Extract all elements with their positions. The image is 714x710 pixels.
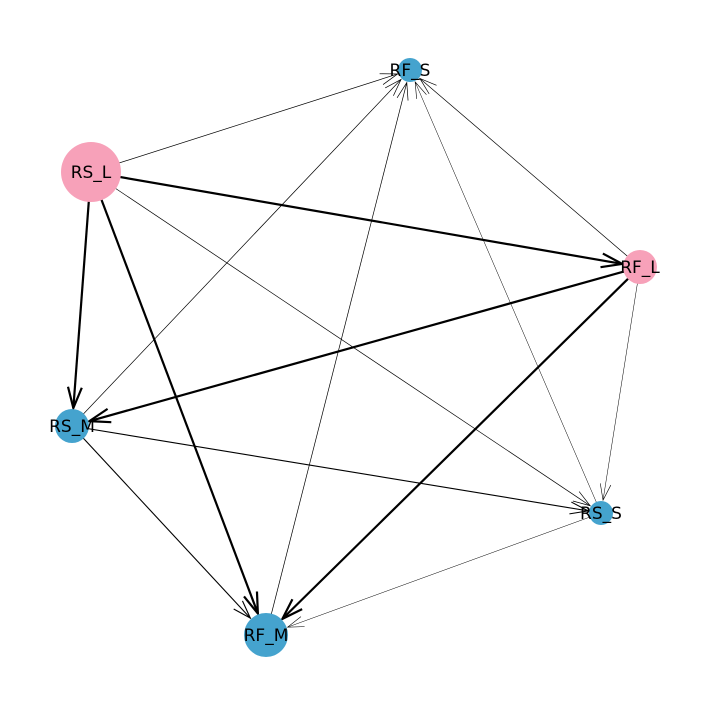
- edge-RS_L-RF_S: [90, 73, 398, 173]
- edge-RS_M-RS_S: [71, 425, 589, 512]
- arrowhead-RF_L-RS_M: [85, 407, 112, 424]
- arrowhead-RF_M-RF_S: [396, 81, 409, 101]
- arrowhead-RS_S-RF_S: [414, 81, 427, 99]
- edge-RS_L-RF_L: [90, 170, 623, 266]
- arrowhead-RS_L-RS_S: [572, 491, 592, 507]
- arrowhead-RS_M-RF_S: [385, 78, 402, 96]
- node-rf-s[interactable]: [398, 58, 422, 82]
- node-rs-l[interactable]: [61, 142, 121, 202]
- node-label-rs-s: RS_S: [580, 504, 622, 524]
- edge-RF_L-RS_S: [602, 266, 641, 501]
- edge-RS_M-RF_M: [71, 425, 251, 619]
- node-label-rf-l: RF_L: [620, 258, 660, 278]
- node-rf-m[interactable]: [244, 613, 288, 657]
- arrowhead-RS_S-RF_M: [286, 616, 305, 628]
- arrowhead-RS_L-RF_S: [379, 73, 399, 85]
- arrowhead-RF_L-RF_M: [279, 598, 303, 622]
- edge-RS_S-RF_M: [287, 512, 602, 628]
- arrowhead-RF_L-RF_S: [419, 77, 437, 95]
- node-rf-l[interactable]: [623, 250, 657, 284]
- node-label-rs-l: RS_L: [71, 163, 112, 183]
- edge-RF_L-RF_M: [281, 266, 641, 620]
- node-label-rf-s: RF_S: [390, 61, 431, 81]
- edge-RS_L-RS_S: [90, 171, 591, 507]
- edge-RF_L-RS_M: [89, 265, 641, 423]
- arrowhead-RS_L-RS_M: [66, 386, 83, 412]
- edge-RS_S-RF_S: [414, 81, 602, 514]
- edge-RS_L-RF_M: [89, 171, 259, 614]
- node-rs-s[interactable]: [589, 501, 613, 525]
- edge-layer: [66, 73, 641, 636]
- arrowhead-RS_M-RF_M: [233, 600, 252, 620]
- node-label-rf-m: RF_M: [244, 626, 289, 646]
- node-label-rs-m: RS_M: [49, 417, 95, 437]
- node-layer: [55, 58, 657, 657]
- label-layer: RS_L RF_S RF_L RS_M RS_S RF_M: [49, 61, 660, 646]
- arrowhead-RS_L-RF_L: [600, 252, 626, 269]
- node-rs-m[interactable]: [55, 409, 89, 443]
- arrowhead-RS_L-RF_M: [243, 591, 260, 617]
- edge-RF_M-RF_S: [265, 82, 408, 636]
- arrowhead-RS_M-RS_S: [569, 501, 590, 515]
- edge-RS_L-RS_M: [72, 171, 93, 409]
- arrowhead-RF_L-RS_S: [599, 483, 612, 502]
- edge-RS_M-RF_S: [71, 79, 402, 427]
- edge-RF_L-RF_S: [419, 78, 641, 268]
